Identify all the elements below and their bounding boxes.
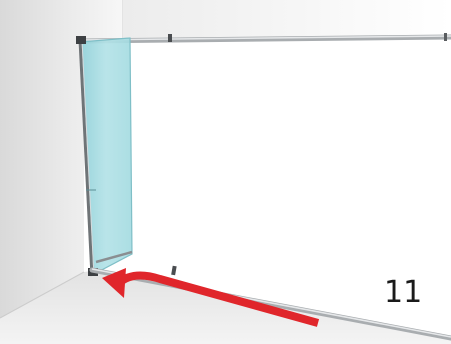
bottom-rail-clip [171,265,177,276]
corner-post-highlight [81,39,95,277]
rotate-arrow-icon [102,268,320,327]
bottom-rail-inner [95,250,133,264]
step-number: 11 [384,275,423,310]
top-rail [79,34,451,44]
top-rail-highlight [81,35,451,41]
side-wall [0,0,123,318]
post-top-cap [76,36,86,44]
floor [0,270,451,344]
top-rail-clip-right [444,33,447,41]
floor-edge-line [0,271,85,319]
corner-post [78,39,94,277]
top-rail-clip [168,34,172,42]
glass-panel [80,38,132,274]
back-wall [123,0,451,38]
bottom-rail [89,267,451,341]
